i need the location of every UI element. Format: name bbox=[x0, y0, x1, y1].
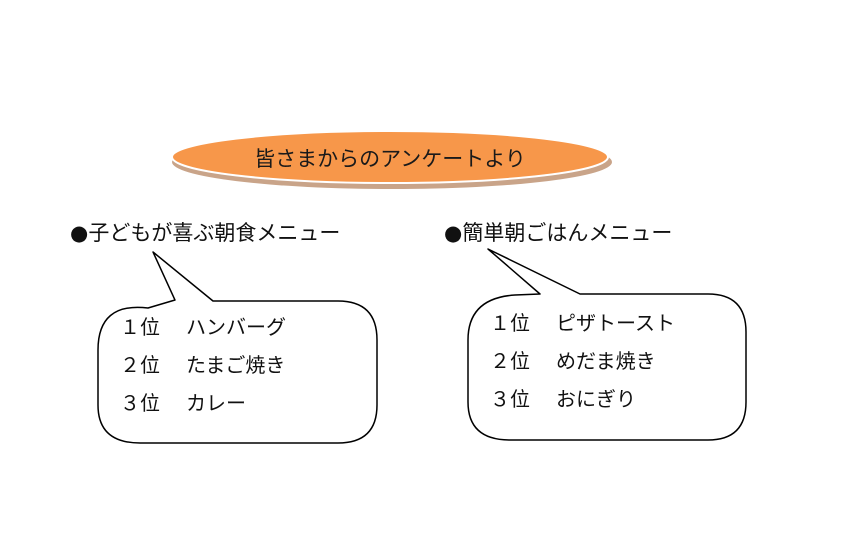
ranking-list-easy-breakfast: １位 ピザトースト ２位 めだま焼き ３位 おにぎり bbox=[490, 306, 675, 420]
ranking-row: ２位 めだま焼き bbox=[490, 344, 675, 382]
rank-item: ピザトースト bbox=[556, 311, 675, 335]
page-title: 皆さまからのアンケートより bbox=[254, 147, 526, 171]
ranking-row: ３位 おにぎり bbox=[490, 382, 675, 420]
speech-bubble-left bbox=[97, 251, 378, 444]
ranking-row: ３位 カレー bbox=[120, 386, 286, 424]
ranking-row: ２位 たまご焼き bbox=[120, 348, 286, 386]
rank-label: １位 bbox=[490, 311, 530, 335]
ranking-list-kids-breakfast: １位 ハンバーグ ２位 たまご焼き ３位 カレー bbox=[120, 310, 286, 424]
section-heading-easy-breakfast: ●簡単朝ごはんメニュー bbox=[444, 221, 673, 245]
section-heading-kids-breakfast: ●子どもが喜ぶ朝食メニュー bbox=[70, 221, 341, 245]
rank-label: ３位 bbox=[490, 387, 530, 411]
speech-bubble-right bbox=[467, 248, 747, 441]
rank-label: ２位 bbox=[490, 349, 530, 373]
ranking-row: １位 ハンバーグ bbox=[120, 310, 286, 348]
title-ellipse bbox=[171, 130, 609, 184]
rank-label: ３位 bbox=[120, 391, 160, 415]
ranking-row: １位 ピザトースト bbox=[490, 306, 675, 344]
rank-item: めだま焼き bbox=[556, 349, 656, 373]
rank-label: ２位 bbox=[120, 353, 160, 377]
rank-item: たまご焼き bbox=[186, 353, 286, 377]
rank-label: １位 bbox=[120, 315, 160, 339]
rank-item: カレー bbox=[186, 391, 246, 415]
rank-item: ハンバーグ bbox=[186, 315, 286, 339]
rank-item: おにぎり bbox=[556, 387, 636, 411]
